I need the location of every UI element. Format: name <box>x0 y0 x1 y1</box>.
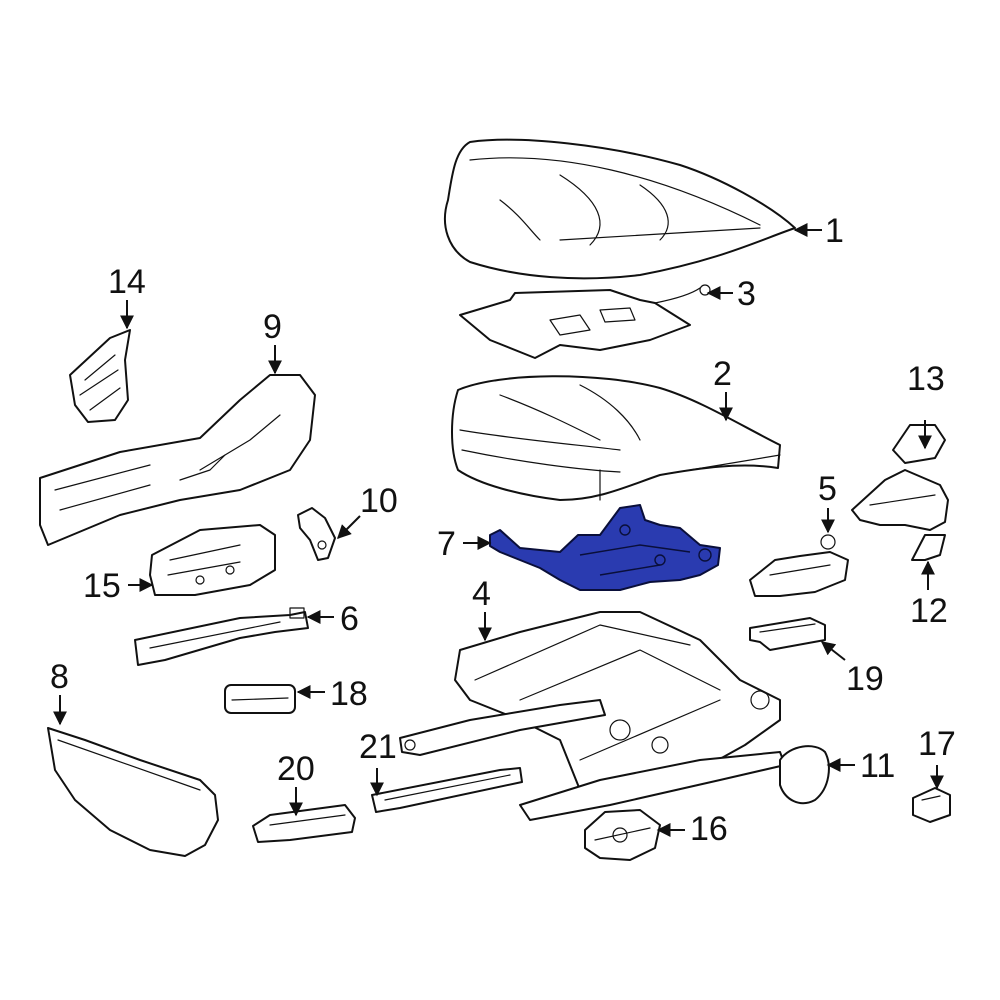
callout-17: 17 <box>918 725 956 763</box>
part-16-motor[interactable] <box>584 809 661 861</box>
callout-10: 10 <box>360 482 398 520</box>
part-20-rail-cover[interactable] <box>252 804 356 843</box>
part-12-bracket[interactable] <box>851 469 949 561</box>
callout-14: 14 <box>108 263 146 301</box>
callout-15: 15 <box>83 567 121 605</box>
callout-4: 4 <box>472 575 491 613</box>
part-18-button[interactable] <box>224 684 296 714</box>
callout-3: 3 <box>737 275 756 313</box>
callout-21: 21 <box>359 728 397 766</box>
callout-8: 8 <box>50 658 69 696</box>
callout-5: 5 <box>818 470 837 508</box>
callout-7: 7 <box>437 525 456 563</box>
callout-19: 19 <box>846 660 884 698</box>
part-19-cover[interactable] <box>749 617 826 651</box>
part-7-adjuster-mechanism[interactable] <box>489 504 721 591</box>
callout-12: 12 <box>910 592 948 630</box>
part-3-heater-element[interactable] <box>459 284 711 359</box>
leader-10 <box>337 515 361 539</box>
part-11-knob[interactable] <box>779 745 830 805</box>
part-8-side-panel[interactable] <box>47 727 219 857</box>
callout-6: 6 <box>340 600 359 638</box>
callout-9: 9 <box>263 308 282 346</box>
part-2-cushion-cover[interactable] <box>451 375 781 501</box>
callout-1: 1 <box>825 212 844 250</box>
leader-19 <box>820 641 846 661</box>
callout-16: 16 <box>690 810 728 848</box>
part-21-rail-trim[interactable] <box>371 767 523 813</box>
callout-18: 18 <box>330 675 368 713</box>
part-17-clip[interactable] <box>912 787 951 823</box>
callout-labels: 1 2 3 4 5 6 7 8 9 10 11 12 13 14 15 16 1… <box>50 212 956 848</box>
callout-2: 2 <box>713 355 732 393</box>
callout-11: 11 <box>860 747 895 785</box>
part-10-bracket[interactable] <box>297 507 336 561</box>
part-13-clip[interactable] <box>892 424 946 464</box>
callout-20: 20 <box>277 750 315 788</box>
part-15-switch-housing[interactable] <box>149 524 276 596</box>
part-6-wire-harness[interactable] <box>134 607 309 666</box>
callout-13: 13 <box>907 360 945 398</box>
part-1-cushion-pad[interactable] <box>444 138 796 280</box>
part-5-motor-bracket[interactable] <box>749 534 849 597</box>
part-14-cover[interactable] <box>69 329 131 423</box>
part-4-seat-frame[interactable] <box>399 611 786 821</box>
part-9-side-shield[interactable] <box>39 374 316 546</box>
leader-lines <box>53 223 944 837</box>
